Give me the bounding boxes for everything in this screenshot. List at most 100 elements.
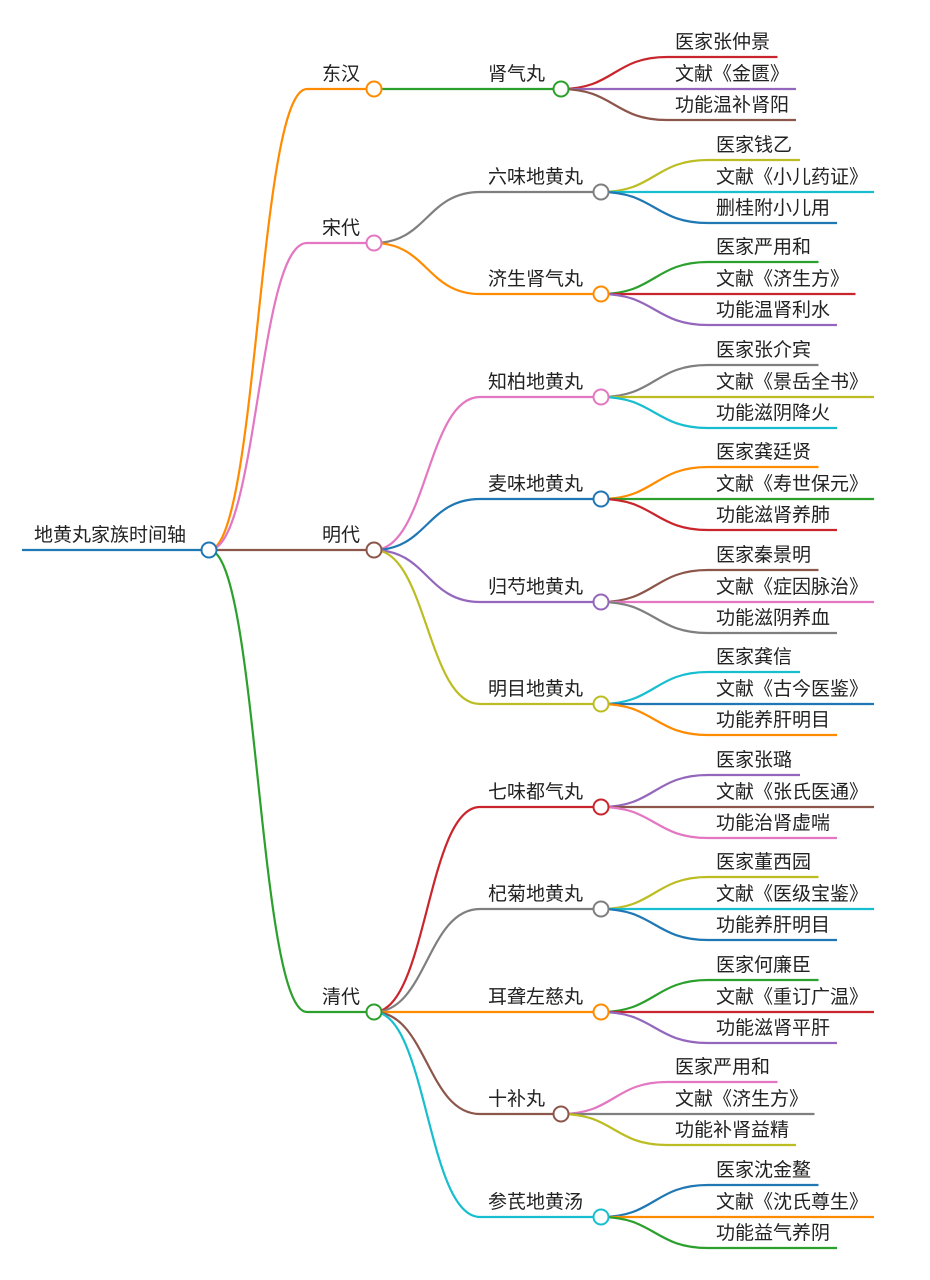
detail-connector [600,395,837,430]
dynasty-connector [208,548,374,1014]
formula-connector [373,548,601,604]
dynasty-node[interactable] [365,541,383,559]
formula-connector [373,907,601,1014]
formula-branch [373,773,874,1014]
detail-label: 医家龚廷贤 [716,441,811,463]
detail-connector [600,465,819,501]
formula-node[interactable] [592,900,610,918]
detail-label: 文献《金匮》 [675,63,789,85]
formula-branch [373,1010,815,1147]
detail-connector [600,292,837,327]
dynasty-node[interactable] [365,80,383,98]
detail-connector [600,600,837,635]
detail-label: 功能温补肾阳 [675,94,789,116]
detail-label: 医家钱乙 [716,134,792,156]
formula-label: 耳聋左慈丸 [488,986,583,1008]
detail-label: 功能养肝明目 [716,709,830,731]
dynasty-node[interactable] [365,234,383,252]
dynasty-connector [208,87,374,552]
detail-connector [600,805,837,840]
formula-node[interactable] [552,80,570,98]
detail-connector [560,55,778,91]
detail-connector [560,1112,796,1147]
detail-connector [560,87,796,122]
detail-label: 医家张仲景 [675,31,770,53]
formula-label: 知柏地黄丸 [488,371,583,393]
formula-branch [373,465,874,552]
detail-label: 功能滋阴养血 [716,607,830,629]
formula-connector [373,395,601,552]
detail-label: 医家严用和 [716,236,811,258]
formula-label: 十补丸 [488,1088,545,1110]
detail-connector [600,1215,837,1250]
dynasty-node[interactable] [365,1003,383,1021]
dynasty-label: 明代 [322,524,360,546]
detail-connector [600,497,837,532]
detail-label: 功能养肝明目 [716,914,830,936]
dynasty-branch [208,548,374,1014]
formula-branch [374,55,796,122]
formula-connector [373,1010,601,1219]
detail-label: 文献《小儿药证》 [716,166,868,188]
formula-node[interactable] [592,695,610,713]
formula-node[interactable] [592,490,610,508]
detail-label: 医家严用和 [675,1056,770,1078]
dynasty-label: 东汉 [322,63,360,85]
detail-label: 医家张璐 [716,749,792,771]
formula-connector [373,190,601,245]
detail-label: 文献《济生方》 [675,1088,808,1110]
detail-label: 医家秦景明 [716,544,811,566]
formula-node[interactable] [592,593,610,611]
detail-label: 文献《症因脉治》 [716,576,868,598]
formula-label: 济生肾气丸 [488,268,583,290]
root-topic-label: 地黄丸家族时间轴 [34,524,186,546]
detail-connector [600,978,819,1014]
detail-connector [600,158,800,194]
detail-connector [600,907,837,942]
dynasty-branch [208,241,374,552]
formula-connector [373,241,601,296]
detail-connector [600,1010,837,1045]
dynasty-connector [208,241,374,552]
detail-label: 文献《张氏医通》 [716,781,868,803]
detail-label: 功能滋肾养肺 [716,504,830,526]
formula-node[interactable] [592,183,610,201]
detail-connector [600,702,837,737]
dynasty-label: 清代 [322,986,360,1008]
formula-node[interactable] [592,1003,610,1021]
detail-connector [600,190,837,225]
formula-connector [373,1010,561,1116]
detail-connector [600,1183,819,1219]
detail-label: 删桂附小儿用 [716,197,830,219]
root-topic-node[interactable] [200,541,218,559]
formula-label: 七味都气丸 [488,781,583,803]
detail-label: 医家何廉臣 [716,954,811,976]
formula-label: 麦味地黄丸 [488,473,583,495]
detail-label: 功能温肾利水 [716,299,830,321]
detail-connector [600,568,819,604]
dynasty-label: 宋代 [322,217,360,239]
formula-label: 六味地黄丸 [488,166,583,188]
dynasty-branch [208,87,374,552]
detail-label: 文献《古今医鉴》 [716,678,868,700]
formula-branch [373,548,874,737]
formula-label: 明目地黄丸 [488,678,583,700]
formula-node[interactable] [592,798,610,816]
detail-label: 文献《沈氏尊生》 [716,1191,868,1213]
formula-connector [373,548,601,706]
detail-label: 功能治肾虚喘 [716,812,830,834]
detail-label: 功能滋阴降火 [716,402,830,424]
formula-branch [373,1010,874,1250]
formula-label: 杞菊地黄丸 [488,883,583,905]
formula-connector [373,805,601,1014]
detail-label: 文献《寿世保元》 [716,473,868,495]
detail-connector [560,1080,778,1116]
detail-label: 功能益气养阴 [716,1222,830,1244]
formula-node[interactable] [592,285,610,303]
formula-node[interactable] [552,1105,570,1123]
detail-label: 医家董西园 [716,851,811,873]
formula-node[interactable] [592,1208,610,1226]
detail-label: 医家龚信 [716,646,792,668]
formula-node[interactable] [592,388,610,406]
